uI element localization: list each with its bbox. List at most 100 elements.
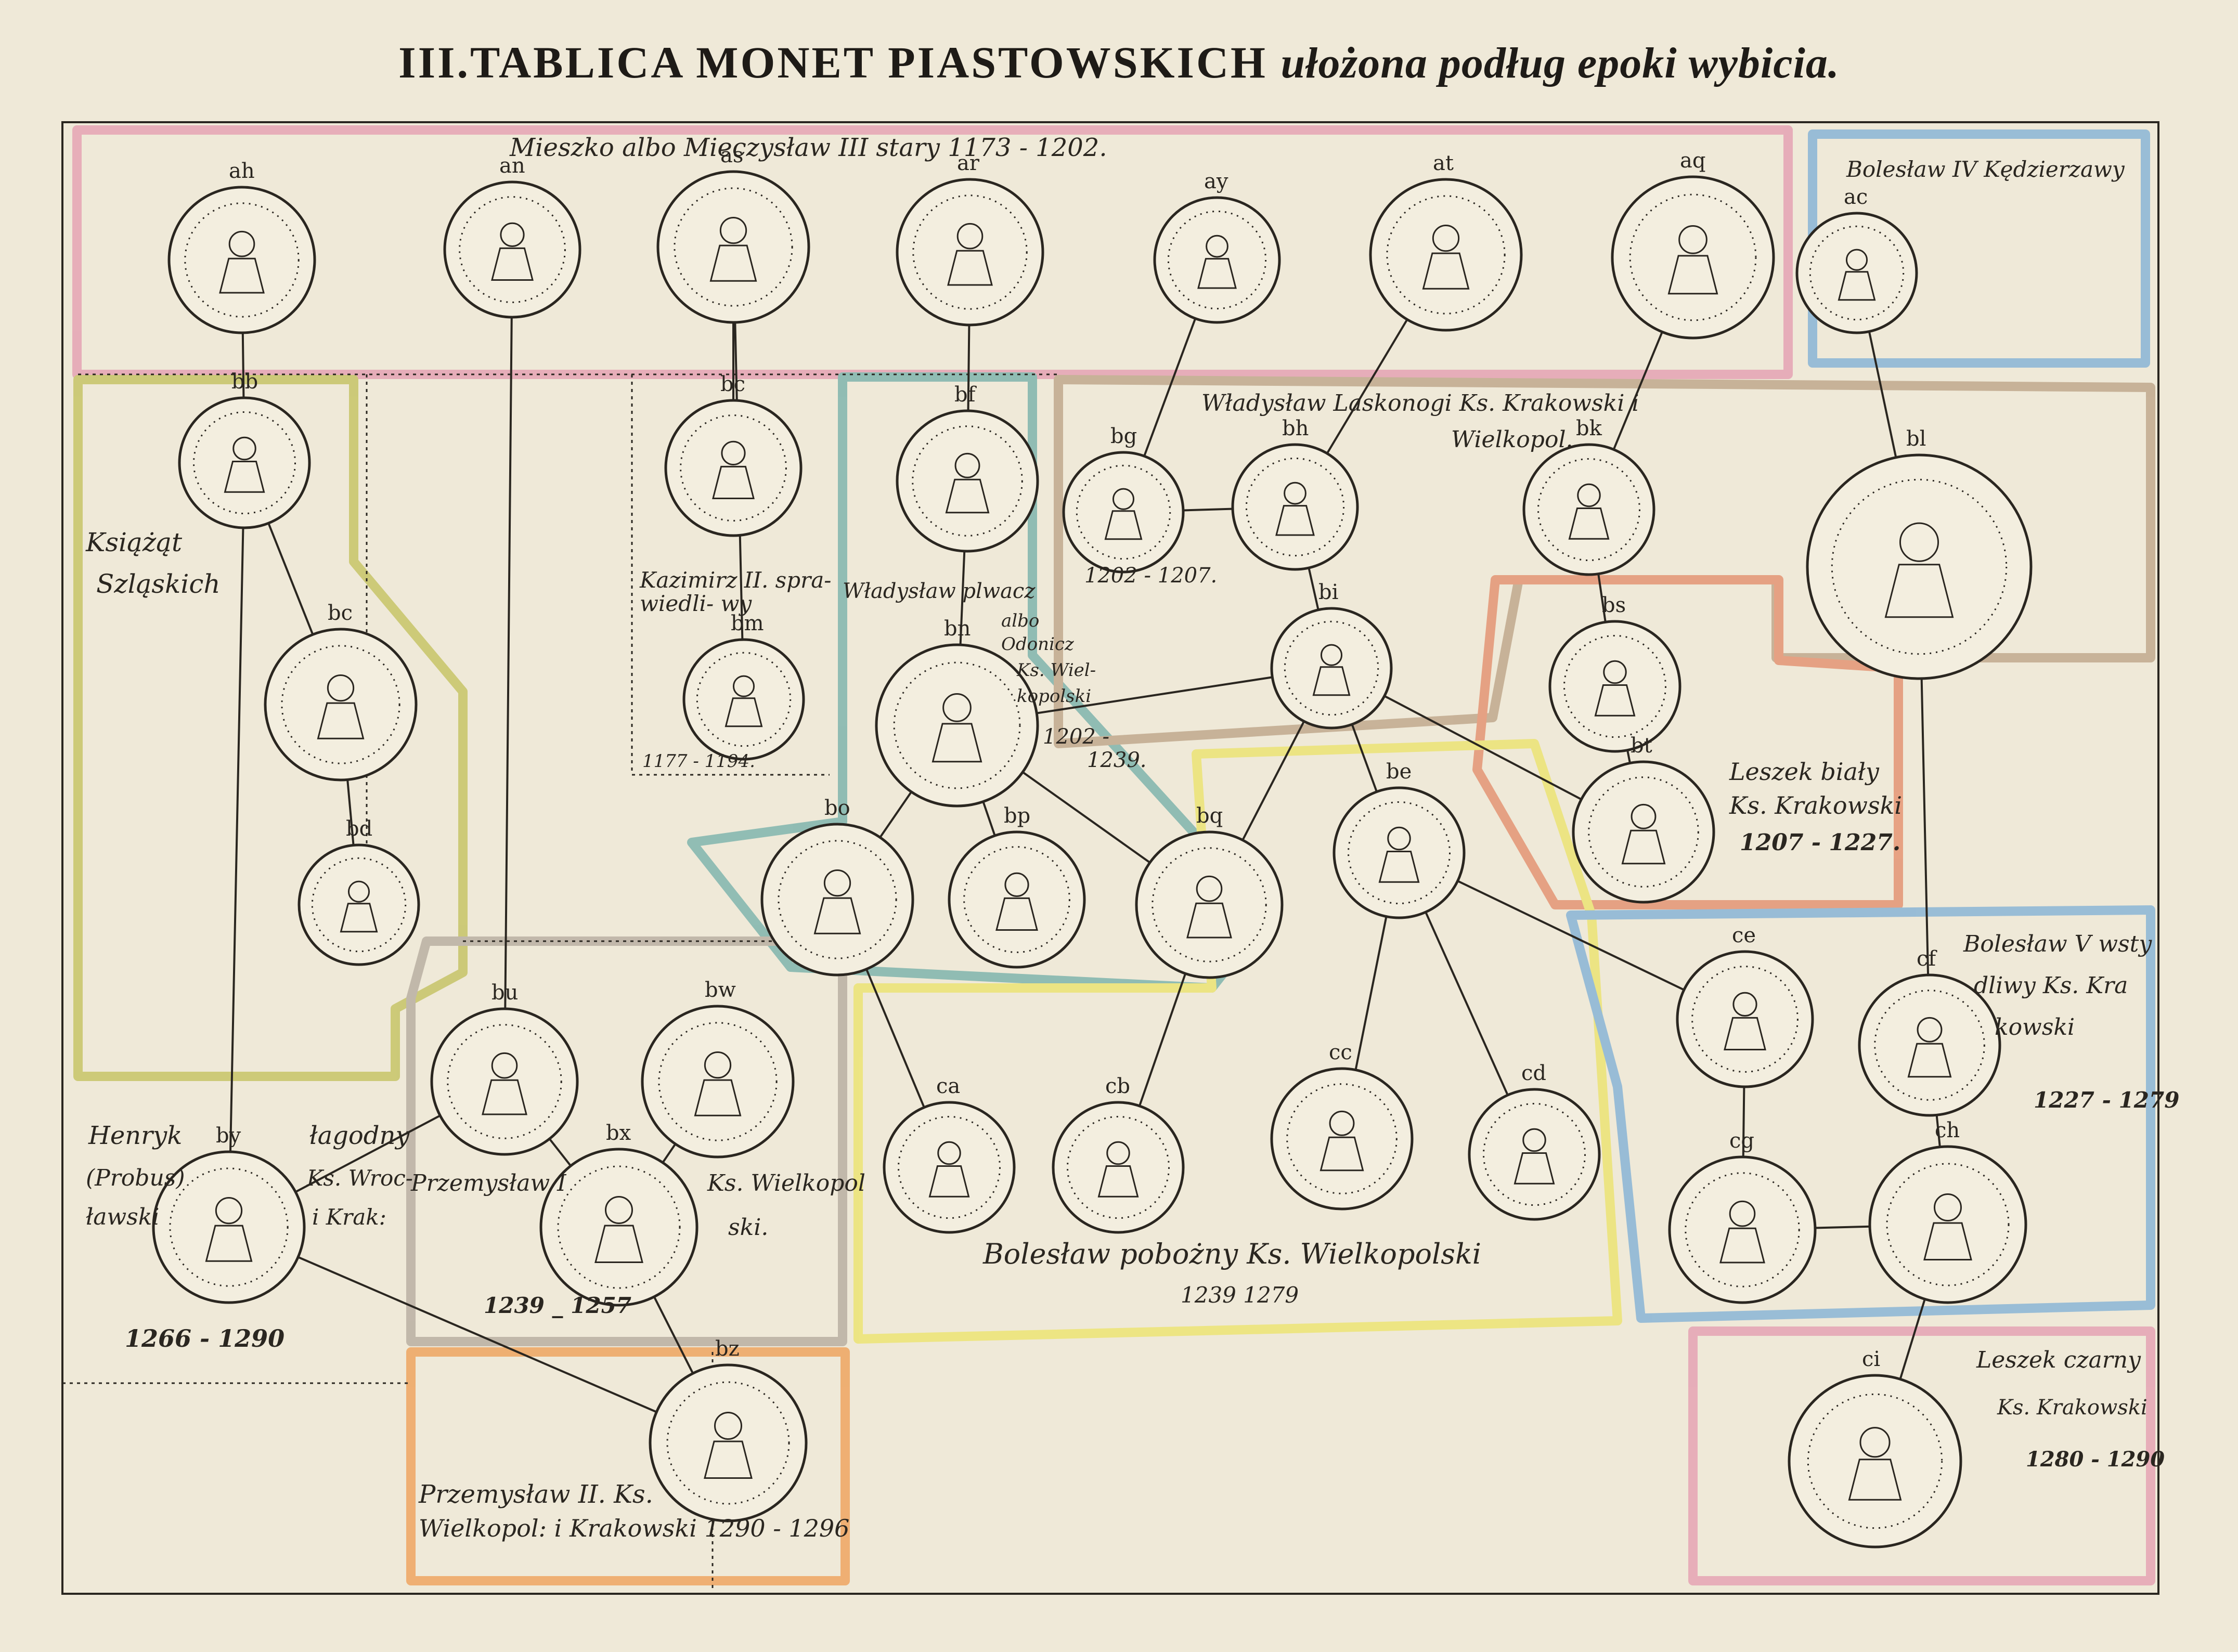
coin-ca [883,1101,1016,1234]
coin-bx [539,1148,698,1307]
coin-code-cb: cb [1105,1074,1130,1098]
coin-code-bb: bb [231,370,258,394]
coin-code-ac: ac [1844,185,1868,209]
coin-bg [1062,451,1185,574]
coin-bt [1572,760,1715,904]
coin-cg [1668,1155,1817,1304]
caption-kazimierz-dates: 1177 - 1194. [642,751,755,772]
coin-code-bu: bu [491,981,518,1005]
coin-code-ah: ah [229,159,255,183]
caption-henryk-3b: i Krak: [312,1204,386,1230]
caption-mieszko: Mieszko albo Mieczysław III stary 1173 -… [509,133,1107,162]
coin-code-ay: ay [1204,170,1228,193]
coin-ci [1788,1374,1962,1549]
coin-ah [167,186,316,334]
coin-bz [649,1363,808,1523]
coin-ar [896,178,1044,327]
coin-code-as: as [720,144,743,167]
caption-plwacz-3: Odonicz [1001,634,1075,655]
coin-code-bk: bk [1576,417,1602,440]
caption-henryk-1b: łagodny [309,1121,410,1150]
caption-henryk-dates: 1266 - 1290 [125,1324,284,1352]
coin-code-by: by [216,1124,241,1148]
region-slask [73,375,468,1081]
caption-przemyslaw-i-2: ski. [728,1214,768,1241]
caption-slask-1: Książąt [85,527,183,557]
coin-cd [1468,1088,1601,1221]
coin-bs [1548,620,1681,753]
coin-code-bg: bg [1110,424,1137,448]
caption-boleslaw-v-1: Bolesław V wsty [1963,931,2152,957]
connector-an-bu [503,249,513,1082]
caption-boleslaw-iv: Bolesław IV Kędzierzawy [1846,157,2125,182]
coin-cc [1270,1067,1414,1211]
plate-title-main: III.TABLICA MONET PIASTOWSKICH [398,37,1267,87]
region-przemyslaw-ii [406,1347,850,1585]
coin-bm [682,638,805,761]
coin-bf [896,409,1039,553]
coin-bk [1522,443,1655,576]
caption-boleslaw-v-3: kowski [1995,1014,2075,1040]
coin-code-bp: bp [1004,804,1030,828]
coin-by [152,1150,306,1304]
coin-code-bs: bs [1602,593,1626,617]
coin-code-bd: bd [346,817,372,841]
coin-code-bc-k: bc [720,372,745,396]
caption-plwacz-5: kopolski [1017,686,1091,707]
caption-henryk-3: ławski [86,1204,159,1230]
caption-henryk-1: Henryk [88,1121,182,1150]
coin-bc [264,628,418,782]
connector-bb-by [228,462,245,1228]
coin-cb [1052,1101,1185,1234]
caption-leszek-czarny-1: Leszek czarny [1976,1347,2141,1373]
coin-as [656,170,810,324]
region-leszek-bialy [1472,575,1903,909]
coin-ay [1153,196,1281,324]
coin-code-bn: bn [944,617,971,641]
coin-code-bo: bo [824,796,850,820]
coin-aq [1611,175,1775,340]
caption-leszek-bialy-dates: 1207 - 1227. [1740,829,1900,856]
coin-ac [1795,212,1918,334]
caption-kazimierz-1: Kazimirz II. spra- [639,567,831,593]
coin-code-bm: bm [731,612,764,635]
region-boleslaw-v [1566,905,2155,1323]
coin-code-bw: bw [705,978,736,1002]
caption-leszek-bialy-1: Leszek biały [1729,758,1880,786]
caption-przemyslaw-i-dates: 1239 _ 1257 [484,1293,631,1318]
coin-code-ce: ce [1732,923,1756,947]
caption-plwacz-dates1: 1202 - [1043,725,1109,749]
caption-kazimierz-2: wiedli- wy [640,591,752,616]
coin-bb [178,396,311,529]
coin-code-bz: bz [715,1337,740,1361]
region-leszek-czarny [1688,1326,2155,1585]
coin-code-bc: bc [328,601,353,625]
coin-bh [1231,443,1359,571]
coin-be [1333,786,1466,919]
coin-an [443,180,581,319]
coin-code-bf: bf [954,383,977,407]
coin-bw [641,1005,795,1159]
coin-code-cg: cg [1729,1129,1754,1153]
caption-plwacz-4: Ks. Wiel- [1016,660,1096,681]
caption-plwacz-2: albo [1001,610,1039,631]
coin-code-an: an [499,154,525,178]
coin-code-ci: ci [1862,1347,1880,1371]
caption-przemyslaw-i-1: Przemysław I [410,1170,567,1196]
caption-leszek-czarny-dates: 1280 - 1290 [2026,1447,2165,1472]
coin-code-cd: cd [1521,1061,1546,1085]
caption-laskonogi-dates: 1202 - 1207. [1084,564,1217,588]
region-boleslaw-pobozny [853,739,1622,1344]
coin-code-bx: bx [606,1121,631,1145]
caption-boleslaw-v-2: dliwy Ks. Kra [1974,972,2128,999]
caption-przemyslaw-i-1b: Ks. Wielkopol [707,1170,865,1196]
caption-boleslaw-v-dates: 1227 - 1279 [2034,1087,2179,1113]
plate-title: III.TABLICA MONET PIASTOWSKICH ułożona p… [0,36,2238,88]
caption-slask-2: Szląskich [96,569,221,599]
coin-code-be: be [1386,760,1412,784]
coin-code-bt: bt [1631,734,1652,758]
caption-plwacz-1: Władysław plwacz [843,579,1036,603]
caption-przemyslaw-ii-2: Wielkopol: i Krakowski 1290 - 1296 [419,1514,849,1542]
